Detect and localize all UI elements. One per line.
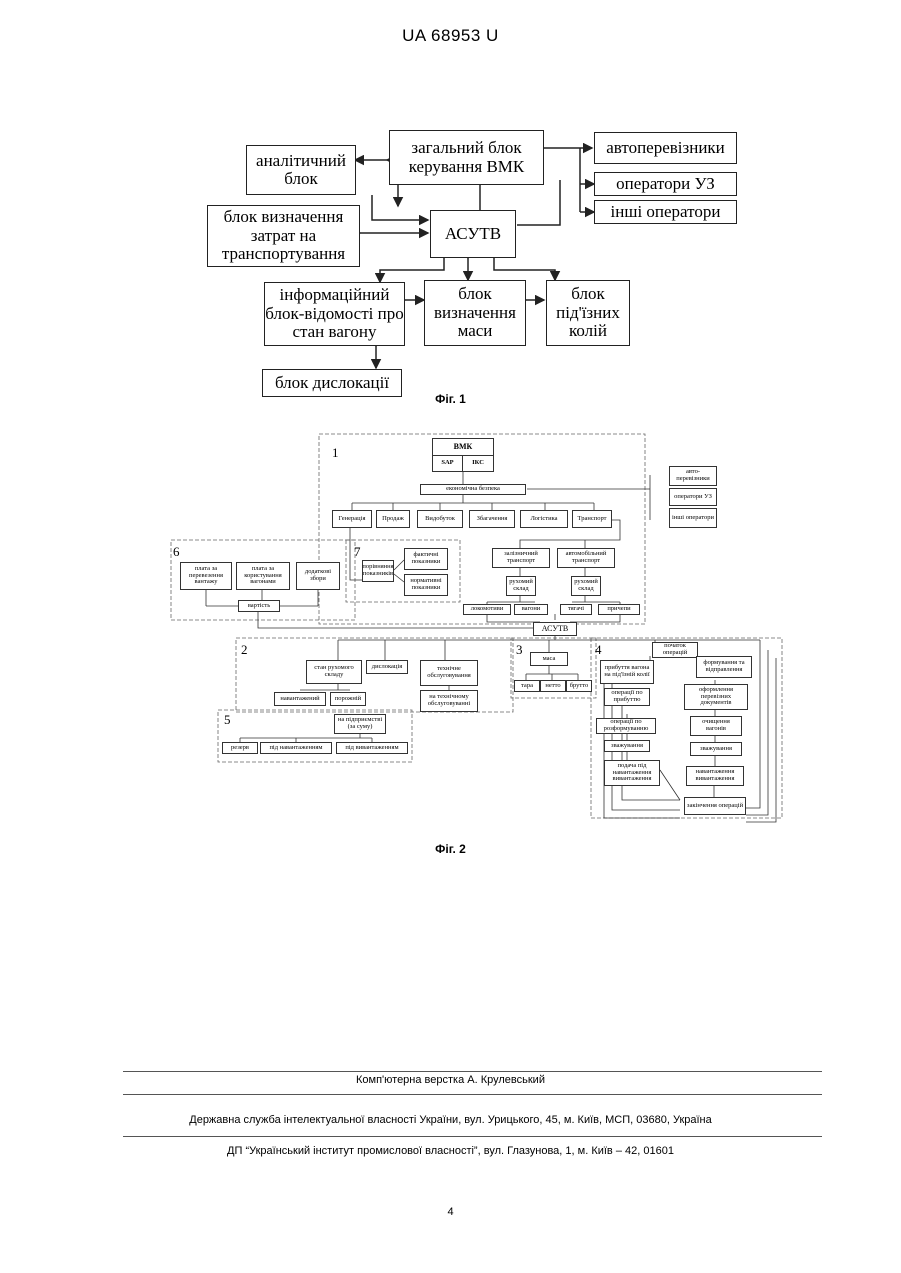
division-sales: Продаж [376,510,410,528]
wagons: вагони [514,604,548,615]
sap-block: SAP [432,455,463,472]
footer-divider-2 [123,1094,822,1095]
supply-for-loading: подача під навантаження вивантаження [604,760,660,786]
loading-unloading: навантаження вивантаження [686,766,744,786]
actual-indicators: фактичні показники [404,548,448,570]
weighing-1: зважування [604,740,650,752]
iks-block: ІКС [462,455,494,472]
arrival-on-track: прибуття вагона на під'їзній колії [600,660,654,684]
section-number-3: 3 [516,642,523,658]
section-number-1: 1 [332,445,339,461]
tare: тара [514,680,540,692]
uz-operators-block-2: оператори УЗ [669,488,717,506]
empty: порожній [330,692,366,706]
auto-carriers-block: авто-перевізники [669,466,717,486]
normative-indicators: нормативні показники [404,574,448,596]
ops-reforming: операції по розформуванню [596,718,656,734]
transport-documents: оформлення перевізних документів [684,684,748,710]
indicator-comparison: порівняння показників [362,560,394,582]
ops-end: закінчення операцій [684,797,746,815]
in-tech-service: на технічному обслуговуванні [420,690,478,712]
division-transport: Транспорт [572,510,612,528]
ops-on-arrival: операції по прибуттю [604,688,650,706]
trailers: причепи [598,604,640,615]
layout-credit: Комп'ютерна верстка А. Крулевський [0,1074,901,1086]
additional-fees: додаткові збори [296,562,340,590]
rail-rolling-stock: рухомий склад [506,576,536,596]
section-number-7: 7 [354,544,361,560]
division-mining: Видобуток [417,510,463,528]
division-generation: Генерація [332,510,372,528]
section-number-5: 5 [224,712,231,728]
tech-service: технічне обслуговування [420,660,478,686]
reserve: резерв [222,742,258,754]
trucks: тягачі [560,604,592,615]
rolling-stock-state: стан рухомого складу [306,660,362,684]
auto-rolling-stock: рухомий склад [571,576,601,596]
forming-dispatch: формування та відправлення [696,656,752,678]
section-number-4: 4 [595,642,602,658]
mass: маса [530,652,568,666]
under-unloading: під вивантаженням [336,742,408,754]
auto-transport: автомобільний транспорт [557,548,615,568]
under-loading: під навантаженням [260,742,332,754]
page-number: 4 [0,1206,901,1218]
wagon-use-fee: плата за користування вагонами [236,562,290,590]
at-enterprise: на підприємстві (за суму) [334,714,386,734]
dislocation-2: дислокація [366,660,408,674]
total-cost: вартість [238,600,280,612]
other-operators-block-2: інші оператори [669,508,717,528]
loaded: навантажений [274,692,326,706]
division-enrichment: Збагачення [469,510,515,528]
asutv-block-2: АСУТВ [533,622,577,636]
section-number-6: 6 [173,544,180,560]
gross: брутто [566,680,592,692]
vmk-block: ВМК [432,438,494,456]
footer-divider-3 [123,1136,822,1137]
fig2-connectors [0,0,901,840]
section-number-2: 2 [241,642,248,658]
division-logistics: Логістика [520,510,568,528]
ops-start: початок операцій [652,642,698,658]
institute-address: ДП “Український інститут промислової вла… [0,1145,901,1157]
footer-divider-1 [123,1071,822,1072]
fig2-caption: Фіг. 2 [0,842,901,856]
locomotives: локомотиви [463,604,511,615]
wagon-cleaning: очищення вагонів [690,716,742,736]
freight-fee: плата за перевезення вантажу [180,562,232,590]
net: нетто [540,680,566,692]
rail-transport: залізничний транспорт [492,548,550,568]
econ-security-block: економічна безпека [420,484,526,495]
weighing-2: зважування [690,742,742,756]
ip-service-address: Державна служба інтелектуальної власност… [0,1114,901,1126]
